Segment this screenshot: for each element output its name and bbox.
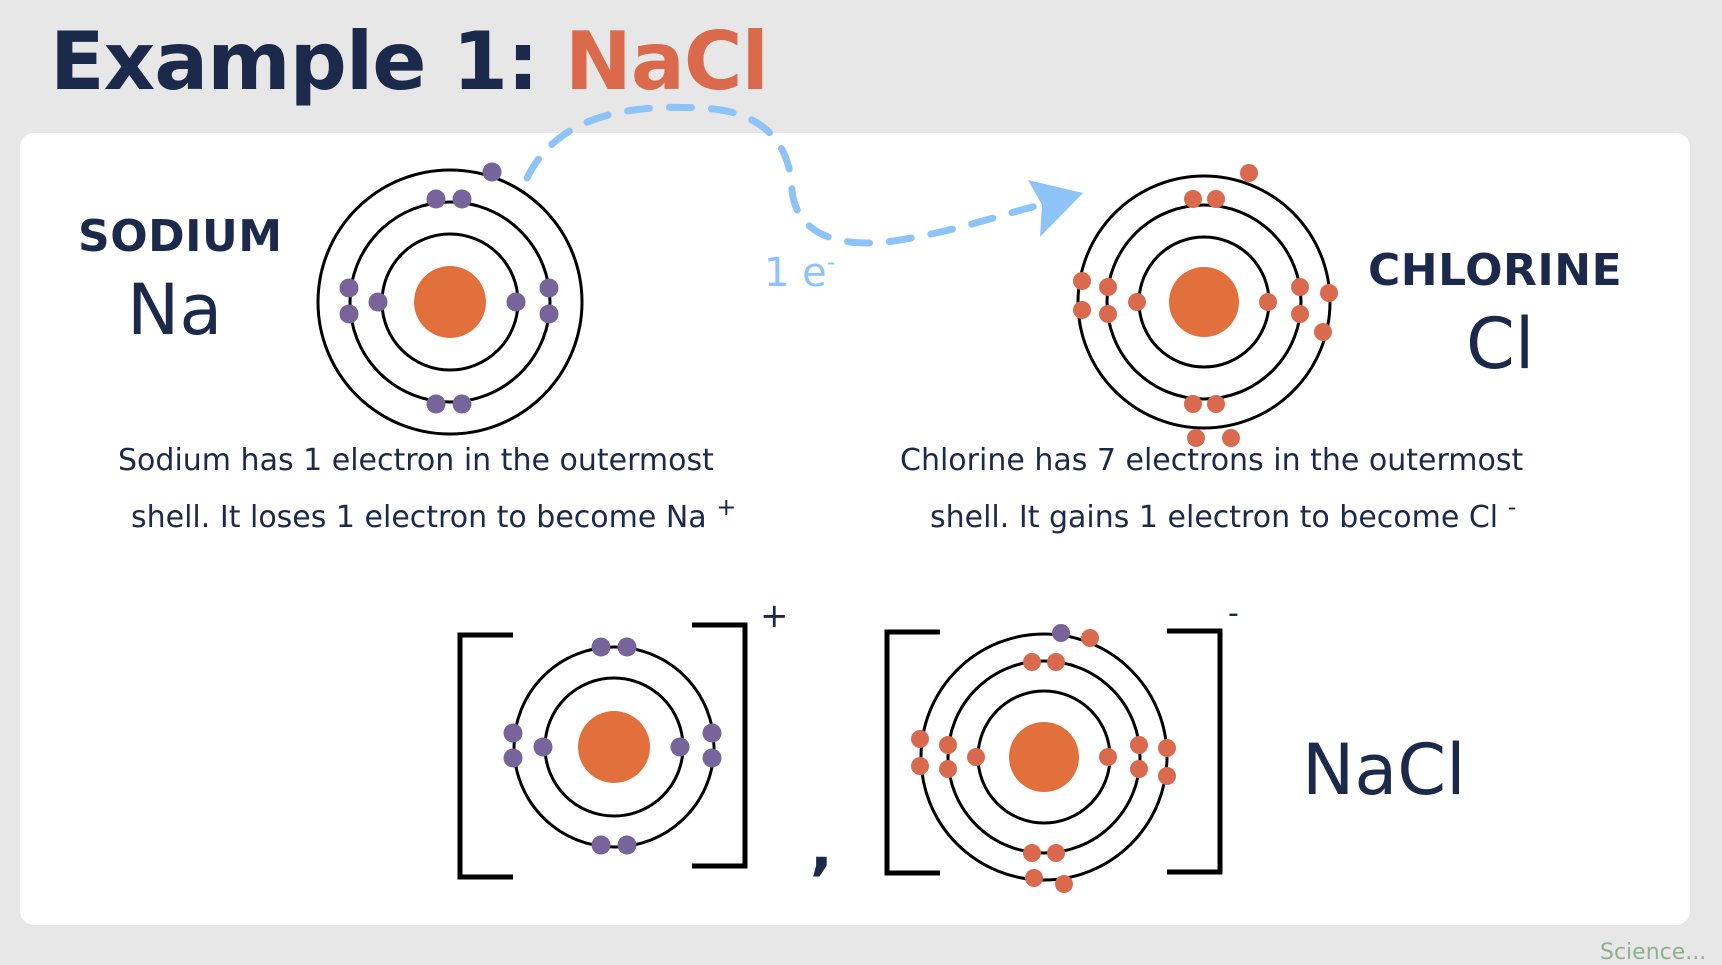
chlorine-ion-charge: - [1507,493,1517,521]
sodium-description-line1: Sodium has 1 electron in the outermost [118,443,714,478]
left-bracket [884,629,940,876]
sodium-description-line2: shell. It loses 1 electron to become Na … [131,493,737,535]
electron-transfer-arrow [523,103,1083,247]
sodium-ion [457,622,748,880]
chlorine-description-line1: Chlorine has 7 electrons in the outermos… [900,443,1524,478]
chlorine-electrons [1073,164,1338,447]
sodium-nucleus [414,266,486,338]
sodium-ion-charge: + [716,493,737,521]
chlorine-name: CHLORINE [1368,245,1623,296]
chlorine-description-line2: shell. It gains 1 electron to become Cl … [930,493,1517,535]
chlorine-nucleus [1169,267,1239,337]
sodium-atom [316,162,584,436]
transferred-electron [1052,624,1070,642]
chlorine-atom [1073,164,1338,447]
sodium-electrons [339,162,559,414]
right-bracket [692,622,748,869]
sodium-symbol: Na [127,269,223,351]
right-bracket [1167,628,1223,875]
title-prefix: Example 1: [50,15,565,108]
diagram-card [20,133,1690,925]
chlorine-symbol: Cl [1466,303,1535,385]
sodium-ion-charge-label: + [760,596,789,636]
ion-separator: , [810,813,833,883]
chlorine-ion-charge-label: - [1228,596,1239,631]
sodium-name: SODIUM [78,211,283,262]
left-bracket [457,632,513,880]
page-title: Example 1: NaCl [50,12,769,112]
watermark: Science... [1600,940,1707,965]
electron-transfer-label: 1 e- [764,248,836,296]
chlorine-ion [884,624,1223,893]
arrowhead-icon [1028,180,1083,237]
compound-formula: NaCl [1302,729,1466,811]
title-compound: NaCl [564,15,769,108]
